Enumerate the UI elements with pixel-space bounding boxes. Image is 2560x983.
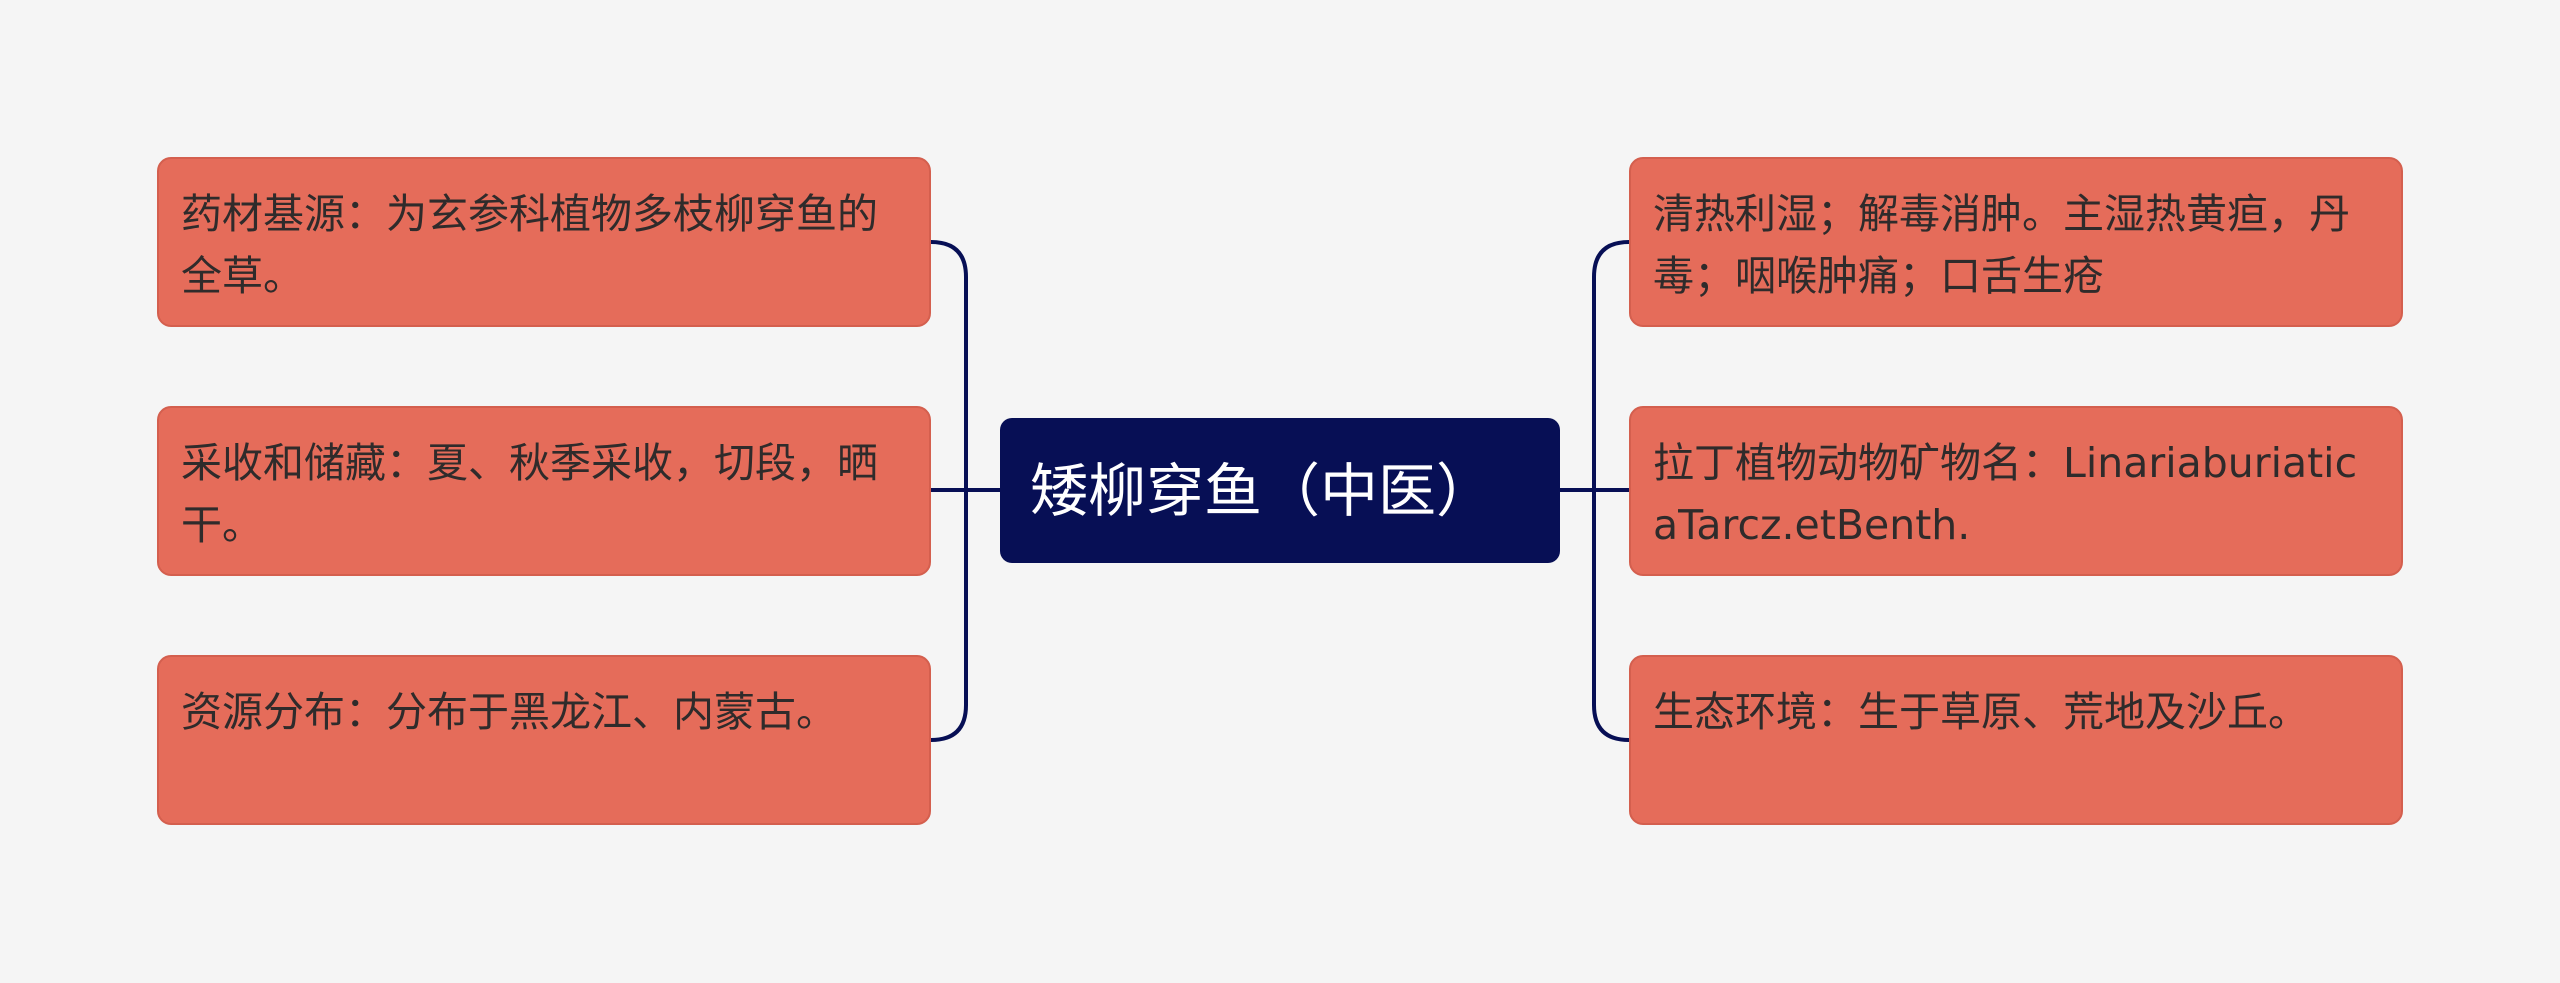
central-topic[interactable]: 矮柳穿鱼（中医） xyxy=(1000,418,1560,563)
branch-node-distribution[interactable]: 资源分布：分布于黑龙江、内蒙古。 xyxy=(157,655,931,825)
branch-node-habitat[interactable]: 生态环境：生于草原、荒地及沙丘。 xyxy=(1629,655,2403,825)
branch-node-source[interactable]: 药材基源：为玄参科植物多枝柳穿鱼的全草。 xyxy=(157,157,931,327)
branch-text: 清热利湿；解毒消肿。主湿热黄疸，丹毒；咽喉肿痛；口舌生疮 xyxy=(1653,190,2350,300)
branch-text: 生态环境：生于草原、荒地及沙丘。 xyxy=(1653,688,2309,736)
branch-node-effects[interactable]: 清热利湿；解毒消肿。主湿热黄疸，丹毒；咽喉肿痛；口舌生疮 xyxy=(1629,157,2403,327)
branch-node-latin-name[interactable]: 拉丁植物动物矿物名：LinariaburiaticaTarcz.etBenth. xyxy=(1629,406,2403,576)
branch-text: 采收和储藏：夏、秋季采收，切段，晒干。 xyxy=(181,439,878,549)
branch-node-harvest[interactable]: 采收和储藏：夏、秋季采收，切段，晒干。 xyxy=(157,406,931,576)
branch-text: 药材基源：为玄参科植物多枝柳穿鱼的全草。 xyxy=(181,190,878,300)
branch-text: 拉丁植物动物矿物名：LinariaburiaticaTarcz.etBenth. xyxy=(1653,439,2358,549)
branch-text: 资源分布：分布于黑龙江、内蒙古。 xyxy=(181,688,837,736)
central-topic-label: 矮柳穿鱼（中医） xyxy=(1030,456,1495,525)
